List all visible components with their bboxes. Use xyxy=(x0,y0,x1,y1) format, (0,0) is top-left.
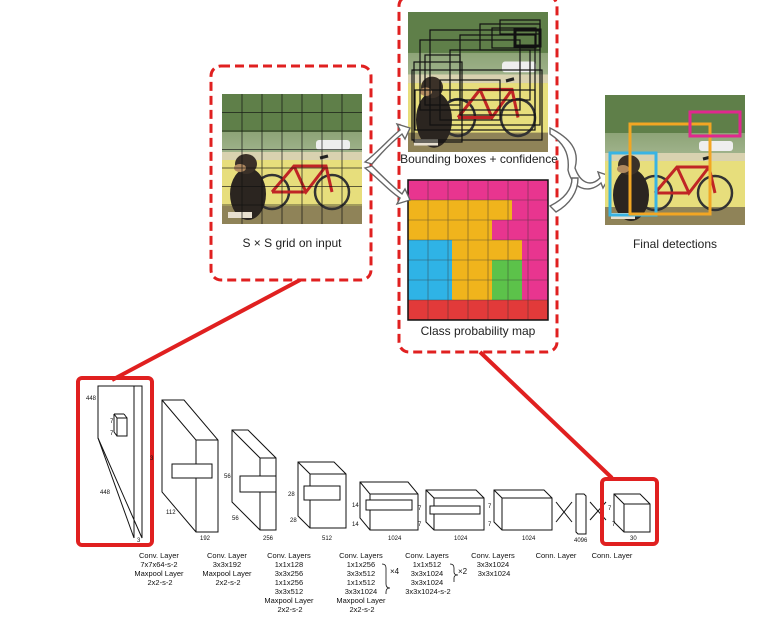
classmap-caption: Class probability map xyxy=(421,324,536,338)
layer-8-caption: Conn. Layer xyxy=(592,551,633,560)
layer-4-depth: 1024 xyxy=(388,536,402,542)
layer-5-height: 7 xyxy=(418,522,422,528)
layer-2-height: 56 xyxy=(232,516,239,522)
fc-4096-block xyxy=(576,494,586,534)
layer-4-block xyxy=(360,482,418,530)
layer-4-height: 14 xyxy=(352,522,359,528)
final-detections-image xyxy=(605,95,745,225)
output-cube xyxy=(614,494,650,532)
grid-input-image xyxy=(222,94,362,224)
layer-1-caption: Conv. Layer 7x7x64-s-2 Maxpool Layer 2x2… xyxy=(134,551,185,587)
layer-5-caption: Conv. Layers 1x1x512 3x3x1024 3x3x1024 3… xyxy=(405,551,451,596)
layer-4-bracket xyxy=(382,564,390,594)
connector-right xyxy=(480,352,612,478)
layer-1-depth: 192 xyxy=(200,536,211,542)
layer-7-caption: Conn. Layer xyxy=(536,551,577,560)
layer-3-dim-a: 28 xyxy=(288,492,295,498)
layer-2-dim-a: 56 xyxy=(224,474,231,480)
layer-3-height: 28 xyxy=(290,518,297,524)
connector-left xyxy=(112,280,300,380)
layer-3-depth: 512 xyxy=(322,536,333,542)
input-highlight-box xyxy=(78,378,152,545)
input-kernel-a: 7 xyxy=(110,419,114,425)
input-width-label: 448 xyxy=(100,490,111,496)
output-depth: 30 xyxy=(630,536,637,542)
output-dim-a: 7 xyxy=(608,506,612,512)
layer-1-height: 112 xyxy=(166,510,176,516)
input-image-slab xyxy=(98,386,142,538)
layer-6-caption: Conv. Layers 3x3x1024 3x3x1024 xyxy=(471,551,517,578)
layer-5-repeat: ×2 xyxy=(458,567,468,576)
fc-4096-label: 4096 xyxy=(574,538,588,544)
layer-2-depth: 256 xyxy=(263,536,274,542)
layer-5-block xyxy=(426,490,484,530)
layer-3-caption: Conv. Layers 1x1x128 3x3x256 1x1x256 3x3… xyxy=(264,551,315,614)
layer-4-caption: Conv. Layers 1x1x256 3x3x512 1x1x512 3x3… xyxy=(336,551,387,614)
layer-2-block xyxy=(232,430,276,530)
input-height-label: 448 xyxy=(86,396,97,402)
final-caption: Final detections xyxy=(633,237,717,251)
grid-caption: S × S grid on input xyxy=(242,236,342,250)
class-probability-map xyxy=(408,180,548,320)
layer-6-dim-a: 7 xyxy=(488,504,492,510)
bbox-caption: Bounding boxes + confidence xyxy=(400,152,558,166)
layer-4-repeat: ×4 xyxy=(390,567,400,576)
layer-6-block xyxy=(494,490,552,530)
layer-6-depth: 1024 xyxy=(522,536,536,542)
layer-4-dim-a: 14 xyxy=(352,503,359,509)
layer-2-caption: Conv. Layer 3x3x192 Maxpool Layer 2x2-s-… xyxy=(202,551,253,587)
layer-3-block xyxy=(298,462,346,528)
bbox-image xyxy=(408,12,548,152)
layer-6-height: 7 xyxy=(488,522,492,528)
layer-5-bracket xyxy=(450,564,458,582)
layer-5-dim-a: 7 xyxy=(418,506,422,512)
layer-5-depth: 1024 xyxy=(454,536,468,542)
input-kernel-b: 7 xyxy=(110,431,114,437)
